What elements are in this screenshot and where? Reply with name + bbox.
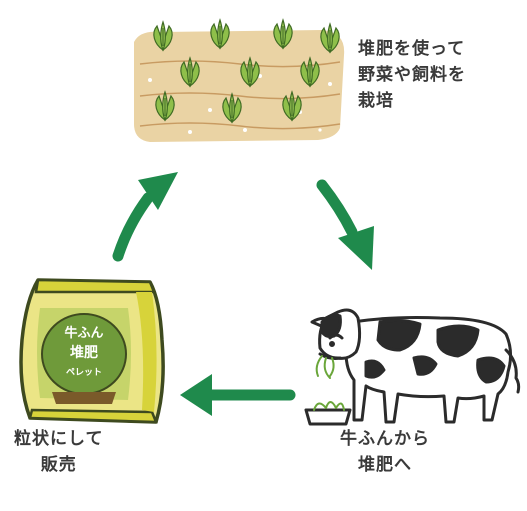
step-label-cow-line-2: 堆肥へ (358, 455, 412, 475)
bag-label-line-1: 牛ふん (64, 325, 103, 341)
cycle-arrow-icon (112, 179, 358, 401)
vegetable-field-icon (134, 19, 345, 142)
step-label-cow: 牛ふんから 堆肥へ (340, 426, 430, 478)
compost-pellet-bag-icon: 牛ふん 堆肥 ペレット (19, 278, 165, 424)
arrow-field-to-cow (316, 179, 358, 238)
bag-label-line-2: 堆肥 (70, 344, 98, 361)
step-label-field-line-3: 栽培 (358, 91, 394, 111)
step-label-field: 堆肥を使って 野菜や飼料を 栽培 (358, 36, 466, 114)
arrow-bag-to-field (112, 192, 154, 262)
step-label-field-line-2: 野菜や飼料を (358, 65, 466, 85)
bag-label-line-3: ペレット (66, 367, 102, 378)
step-label-cow-line-1: 牛ふんから (340, 429, 430, 449)
step-label-sale: 粒状にして 販売 (14, 426, 104, 478)
holstein-cow-icon (304, 308, 521, 426)
step-label-sale-line-2: 販売 (40, 455, 77, 475)
step-label-sale-line-1: 粒状にして (14, 429, 104, 449)
step-label-field-line-1: 堆肥を使って (358, 39, 466, 59)
